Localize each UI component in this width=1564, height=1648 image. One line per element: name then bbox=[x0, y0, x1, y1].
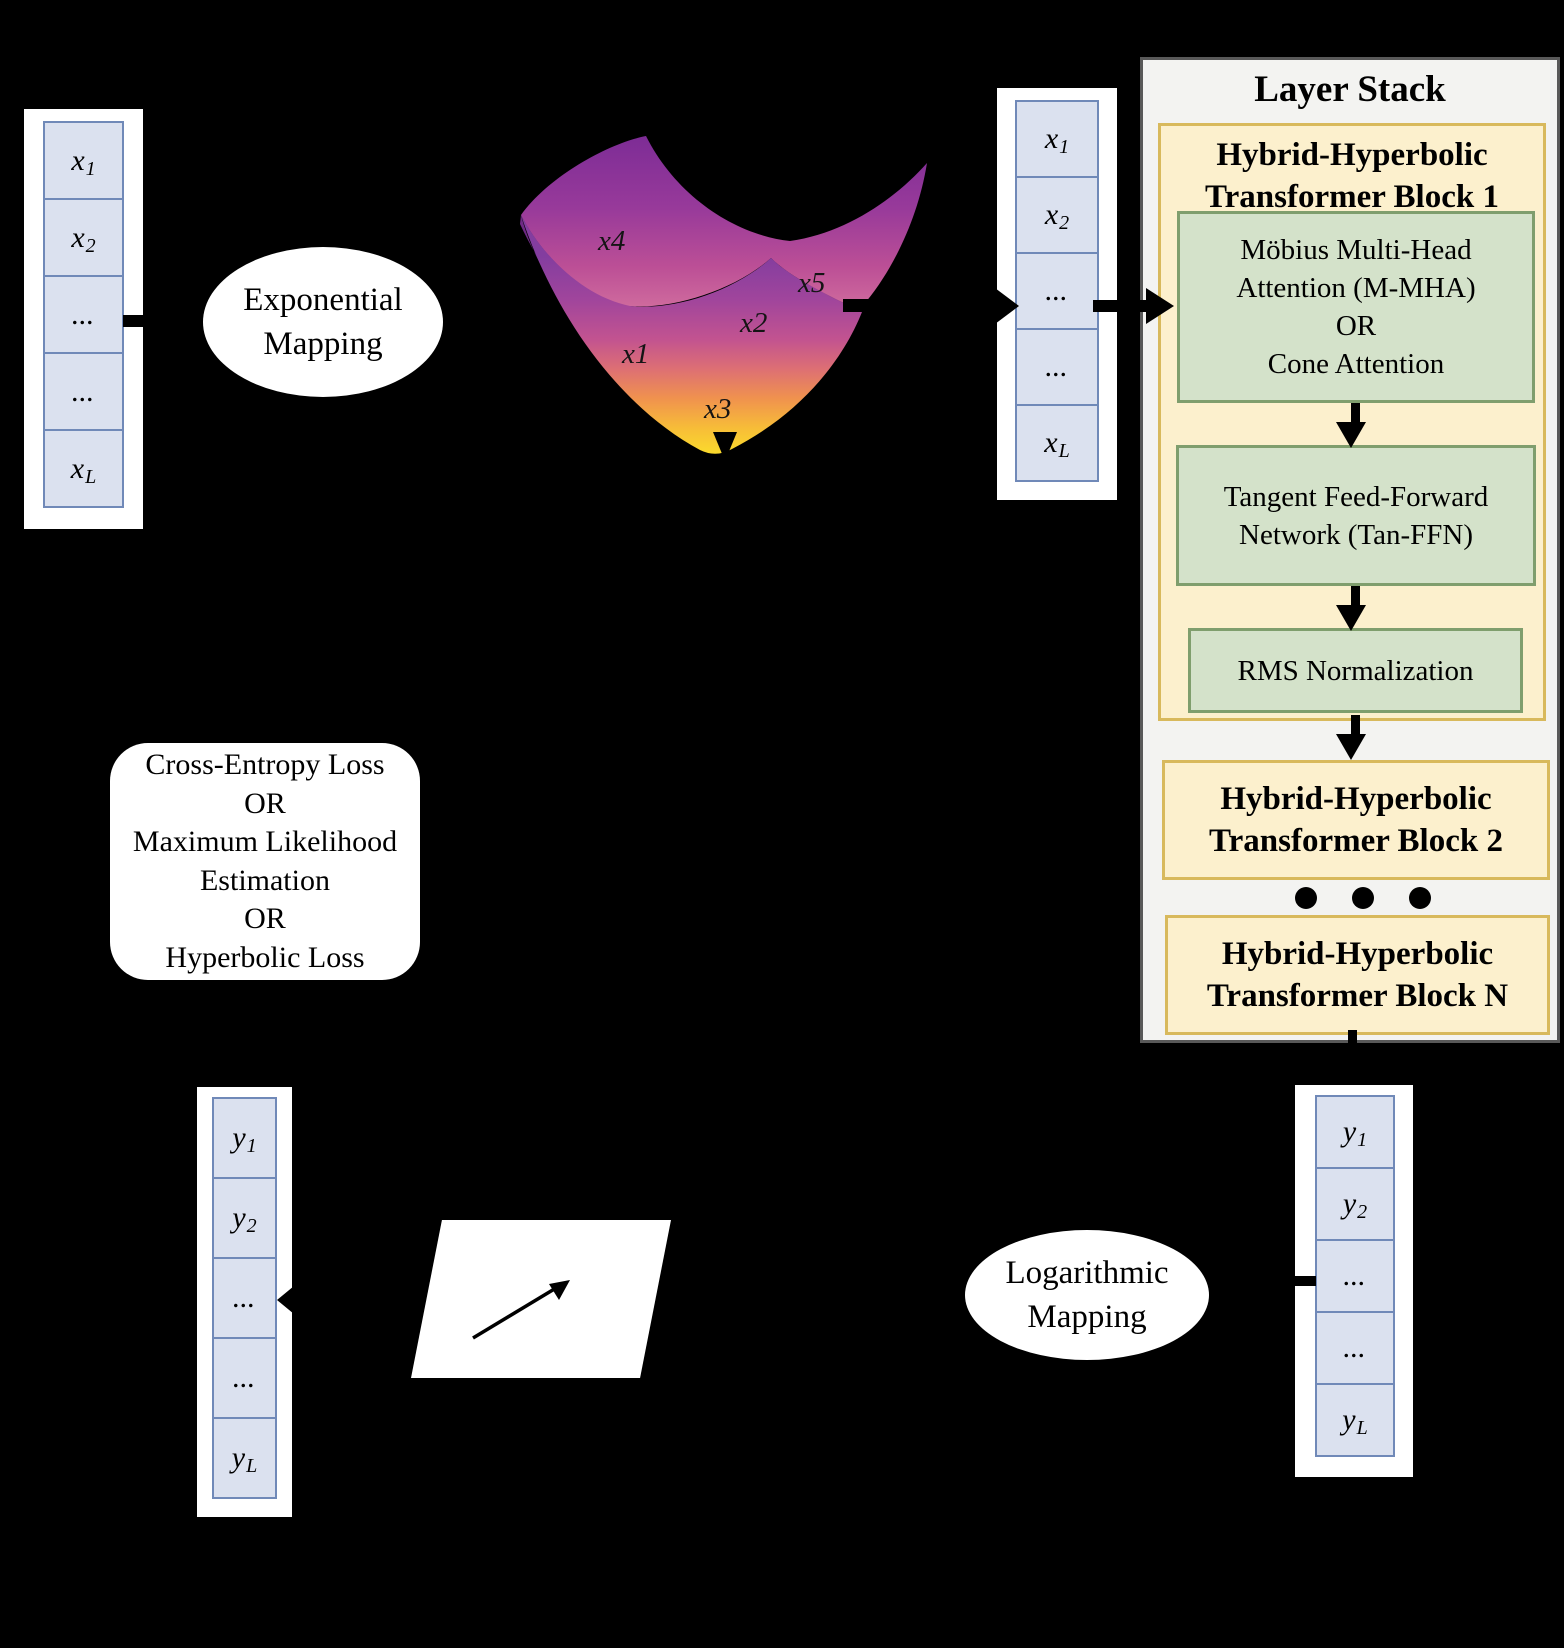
vector-cell: ... bbox=[1315, 1239, 1395, 1313]
transformer-block-2: Hybrid-Hyperbolic Transformer Block 2 bbox=[1162, 760, 1550, 880]
connector-bar-x-input bbox=[123, 315, 143, 327]
connector-shaft-into-stack bbox=[1093, 300, 1148, 312]
layer-stack-title: Layer Stack bbox=[1254, 69, 1446, 110]
surface-label-x4: x4 bbox=[597, 225, 625, 257]
vector-cell: ... bbox=[43, 352, 124, 431]
stack-ellipsis-dot bbox=[1295, 887, 1317, 909]
cell-label: ... bbox=[1045, 350, 1068, 383]
cell-label: y bbox=[232, 1201, 246, 1234]
left-arrowhead-into-y-left bbox=[277, 1286, 294, 1314]
transformer-block-2-title: Hybrid-Hyperbolic Transformer Block 2 bbox=[1209, 781, 1503, 859]
down-arrowhead bbox=[1336, 422, 1366, 448]
cell-label: ... bbox=[232, 1281, 256, 1314]
connector-bar-on-surface bbox=[843, 299, 871, 312]
tangent-vector-arrow bbox=[472, 1280, 570, 1340]
stack-ellipsis-dot bbox=[1409, 887, 1431, 909]
cell-label: x bbox=[70, 451, 85, 485]
rms-normalization-box: RMS Normalization bbox=[1188, 628, 1523, 713]
cell-label: x bbox=[71, 220, 85, 254]
cell-label: x bbox=[1044, 198, 1059, 231]
arrow-shaft bbox=[1351, 586, 1360, 608]
mobius-attention-box: Möbius Multi-Head Attention (M-MHA) OR C… bbox=[1177, 211, 1535, 403]
vector-cell: ... bbox=[1015, 328, 1099, 406]
loss-function-box: Cross-Entropy Loss OR Maximum Likelihood… bbox=[110, 743, 420, 980]
vector-cell: ... bbox=[1315, 1311, 1395, 1385]
vector-cell: ... bbox=[212, 1337, 277, 1419]
vector-cell: ... bbox=[1015, 252, 1099, 330]
surface-label-x1: x1 bbox=[621, 338, 649, 370]
transformer-block-n-title: Hybrid-Hyperbolic Transformer Block N bbox=[1206, 936, 1509, 1014]
cell-label: ... bbox=[1343, 1259, 1366, 1292]
stack-ellipsis-dot bbox=[1352, 887, 1374, 909]
vector-cell: ... bbox=[212, 1257, 277, 1339]
cell-label: ... bbox=[71, 297, 95, 331]
right-arrowhead-into-attention bbox=[1146, 288, 1174, 324]
down-arrowhead bbox=[1336, 734, 1366, 760]
cell-label: ... bbox=[232, 1361, 256, 1394]
transformer-block-1-title: Hybrid-Hyperbolic Transformer Block 1 bbox=[1205, 137, 1499, 215]
layer-stack-panel: Layer Stack Hybrid-Hyperbolic Transforme… bbox=[1140, 57, 1560, 1043]
connector-bar-y-right bbox=[1290, 1276, 1316, 1286]
vector-cell: ... bbox=[43, 275, 124, 354]
tangent-ffn-box: Tangent Feed-Forward Network (Tan-FFN) bbox=[1176, 445, 1536, 586]
cell-label: y bbox=[1342, 1187, 1357, 1220]
connector-stub-below-stack bbox=[1348, 1030, 1357, 1046]
arrow-shaft bbox=[1351, 403, 1360, 425]
cell-label: x bbox=[1044, 122, 1059, 155]
cell-label: y bbox=[231, 1441, 246, 1474]
surface-label-x5: x5 bbox=[797, 267, 825, 299]
tangent-plane bbox=[411, 1220, 671, 1378]
surface-label-x3: x3 bbox=[703, 393, 731, 425]
transformer-block-n: Hybrid-Hyperbolic Transformer Block N bbox=[1165, 915, 1550, 1035]
exponential-mapping-node: Exponential Mapping bbox=[203, 247, 443, 397]
cell-label: y bbox=[232, 1121, 246, 1154]
surface-front-bowl bbox=[521, 215, 862, 454]
surface-back-sheet bbox=[521, 136, 927, 310]
cell-label: y bbox=[1342, 1115, 1357, 1148]
hyperbolic-surface: x4 x5 x2 x1 x3 bbox=[520, 136, 927, 461]
surface-label-x2: x2 bbox=[739, 307, 767, 339]
right-arrowhead-into-mapped-vector bbox=[995, 288, 1019, 324]
down-arrowhead bbox=[1336, 605, 1366, 631]
down-arrowhead-notch bbox=[713, 432, 737, 461]
cell-label: x bbox=[71, 143, 85, 177]
arrow-shaft bbox=[1351, 715, 1360, 737]
cell-label: x bbox=[1044, 426, 1058, 459]
cell-label: ... bbox=[1343, 1331, 1366, 1364]
cell-label: ... bbox=[71, 374, 95, 408]
cell-label: y bbox=[1342, 1403, 1356, 1436]
cell-label: ... bbox=[1045, 274, 1068, 307]
logarithmic-mapping-node: Logarithmic Mapping bbox=[965, 1230, 1209, 1360]
